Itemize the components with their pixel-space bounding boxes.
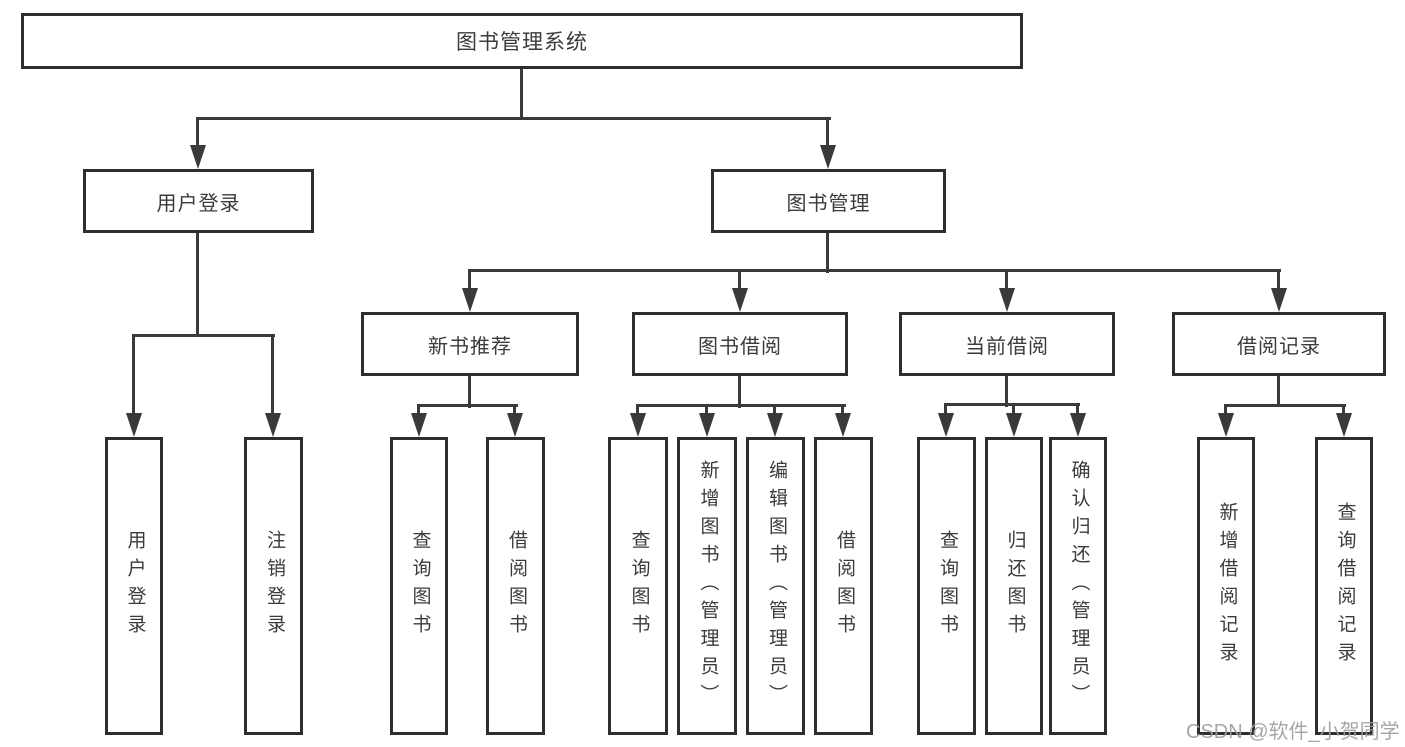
arrowhead-to-leaf-rec-add (1218, 413, 1234, 437)
leaf-rec-query-record-label: 查询借阅记录 (1334, 502, 1356, 670)
leaf-nb-borrow-books-label: 借阅图书 (505, 530, 527, 642)
leaf-user-login: 用户登录 (105, 437, 163, 735)
node-new-book-label: 新书推荐 (428, 335, 512, 358)
connector-to-user-login (196, 117, 199, 149)
arrowhead-to-leaf-nb-query (411, 413, 427, 437)
connector-to-leaf-bw-add (705, 404, 708, 418)
connector-records-stem (1277, 374, 1280, 407)
connector-to-leaf-bw-edit (773, 404, 776, 418)
connector-to-leaf-bw-borrow (841, 404, 844, 418)
arrowhead-to-leaf-bw-edit (767, 413, 783, 437)
connector-borrow-split (636, 404, 846, 407)
node-current-label: 当前借阅 (965, 335, 1049, 358)
connector-to-new-book (468, 269, 471, 295)
arrowhead-to-book-mgmt (820, 145, 836, 169)
arrowhead-to-leaf-user-login (126, 413, 142, 437)
leaf-nb-borrow-books: 借阅图书 (486, 437, 545, 735)
connector-root-stem (520, 67, 523, 120)
leaf-bw-add-book-admin-label: 新增图书（管理员） (697, 460, 719, 712)
node-root-label: 图书管理系统 (456, 31, 588, 54)
node-records-label: 借阅记录 (1237, 335, 1321, 358)
leaf-nb-query-books-label: 查询图书 (409, 530, 431, 642)
arrowhead-to-leaf-nb-borrow (507, 413, 523, 437)
leaf-bw-edit-book-admin: 编辑图书（管理员） (746, 437, 805, 735)
connector-to-borrow (738, 269, 741, 295)
arrowhead-to-records (1271, 288, 1287, 312)
leaf-user-login-label: 用户登录 (124, 530, 146, 642)
connector-borrow-stem (738, 374, 741, 408)
connector-to-leaf-rec-query (1342, 404, 1345, 418)
node-book-mgmt-label: 图书管理 (786, 192, 871, 215)
arrowhead-to-new-book (462, 288, 478, 312)
connector-book-mgmt-stem (826, 231, 829, 273)
node-book-mgmt: 图书管理 (711, 169, 946, 233)
connector-to-leaf-cur-query (944, 403, 947, 418)
arrowhead-to-current (999, 288, 1015, 312)
leaf-logout-label: 注销登录 (263, 530, 285, 642)
connector-current-stem (1005, 374, 1008, 407)
connector-to-leaf-user-login (132, 334, 135, 417)
arrowhead-to-borrow (732, 288, 748, 312)
arrowhead-to-leaf-cur-confirm (1070, 413, 1086, 437)
leaf-logout: 注销登录 (244, 437, 303, 735)
arrowhead-to-leaf-cur-return (1006, 413, 1022, 437)
connector-to-leaf-nb-query (417, 404, 420, 418)
arrowhead-to-leaf-bw-add (699, 413, 715, 437)
arrowhead-to-leaf-bw-query (630, 413, 646, 437)
connector-to-leaf-rec-add (1224, 404, 1227, 418)
connector-to-leaf-nb-borrow (513, 404, 516, 418)
node-user-login: 用户登录 (83, 169, 314, 233)
arrowhead-to-leaf-cur-query (938, 413, 954, 437)
connector-records-split (1224, 404, 1346, 407)
leaf-nb-query-books: 查询图书 (390, 437, 448, 735)
leaf-bw-edit-book-admin-label: 编辑图书（管理员） (765, 460, 787, 712)
arrowhead-to-leaf-rec-query (1336, 413, 1352, 437)
arrowhead-to-leaf-logout (265, 413, 281, 437)
node-user-login-label: 用户登录 (156, 192, 241, 215)
leaf-cur-confirm-return-admin-label: 确认归还（管理员） (1068, 460, 1090, 712)
leaf-bw-query-books-label: 查询图书 (628, 530, 650, 642)
node-current: 当前借阅 (899, 312, 1115, 376)
leaf-bw-borrow-books: 借阅图书 (814, 437, 873, 735)
node-borrow: 图书借阅 (632, 312, 848, 376)
connector-to-leaf-logout (271, 334, 274, 417)
node-root: 图书管理系统 (21, 13, 1023, 69)
csdn-watermark: CSDN @软件_小贺同学 (1186, 721, 1400, 743)
connector-user-login-split (132, 334, 275, 337)
arrowhead-to-user-login (190, 145, 206, 169)
node-new-book: 新书推荐 (361, 312, 579, 376)
connector-to-leaf-bw-query (636, 404, 639, 418)
connector-to-records (1277, 269, 1280, 295)
connector-to-leaf-cur-confirm (1076, 403, 1079, 418)
connector-user-login-stem (196, 231, 199, 337)
leaf-bw-query-books: 查询图书 (608, 437, 668, 735)
connector-level3-split (468, 269, 1281, 272)
connector-new-book-stem (468, 374, 471, 408)
leaf-bw-borrow-books-label: 借阅图书 (833, 530, 855, 642)
connector-to-book-mgmt (826, 117, 829, 149)
connector-to-leaf-cur-return (1012, 403, 1015, 418)
leaf-rec-add-record-label: 新增借阅记录 (1216, 502, 1238, 670)
leaf-rec-add-record: 新增借阅记录 (1197, 437, 1255, 735)
arrowhead-to-leaf-bw-borrow (835, 413, 851, 437)
leaf-cur-query-books: 查询图书 (917, 437, 976, 735)
leaf-rec-query-record: 查询借阅记录 (1315, 437, 1373, 735)
connector-level2-split (197, 117, 831, 120)
leaf-cur-query-books-label: 查询图书 (936, 530, 958, 642)
leaf-cur-return-book-label: 归还图书 (1004, 530, 1026, 642)
leaf-cur-return-book: 归还图书 (985, 437, 1043, 735)
node-borrow-label: 图书借阅 (698, 335, 782, 358)
leaf-bw-add-book-admin: 新增图书（管理员） (677, 437, 737, 735)
node-records: 借阅记录 (1172, 312, 1386, 376)
connector-to-current (1005, 269, 1008, 295)
connector-new-book-split (417, 404, 518, 407)
leaf-cur-confirm-return-admin: 确认归还（管理员） (1049, 437, 1107, 735)
